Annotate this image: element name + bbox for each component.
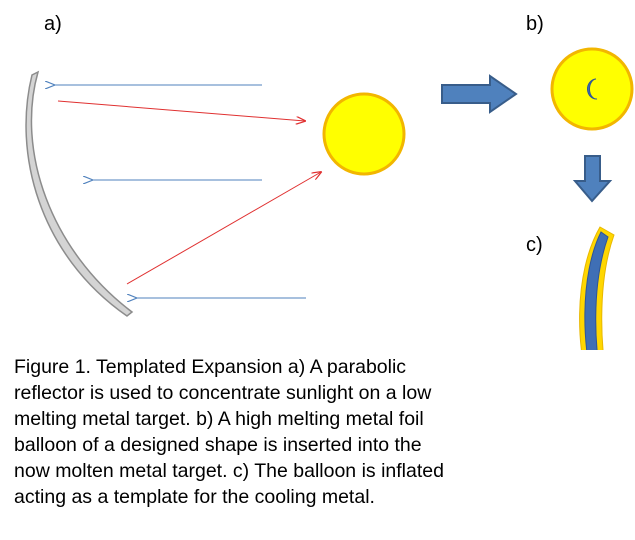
caption-line: Figure 1. Templated Expansion a) A parab… [14,356,407,378]
caption-line: balloon of a designed shape is inserted … [14,434,422,456]
target-with-balloon-icon [550,47,634,131]
panel-label-c: c) [526,234,543,256]
caption-line: melting metal target. b) A high melting … [14,408,424,430]
parabolic-reflector-icon [25,70,134,317]
caption-line: reflector is used to concentrate sunligh… [14,382,432,404]
balloon-core [584,231,609,350]
panel-label-a: a) [44,13,62,35]
process-arrow-down-icon [572,155,613,203]
figure-caption: Figure 1. Templated Expansion a) A parab… [14,354,529,510]
caption-line: acting as a template for the cooling met… [14,486,375,508]
caption-line: now molten metal target. c) The balloon … [14,460,444,482]
panel-label-b: b) [526,13,544,35]
reflected-ray-1 [57,100,305,121]
process-arrow-right-icon [441,74,518,114]
reflected-ray-2 [126,172,321,285]
moon-shaped-balloon-icon [587,78,598,100]
diagram-canvas: a) b) c) [25,13,634,350]
molten-metal-target-icon [322,92,406,176]
